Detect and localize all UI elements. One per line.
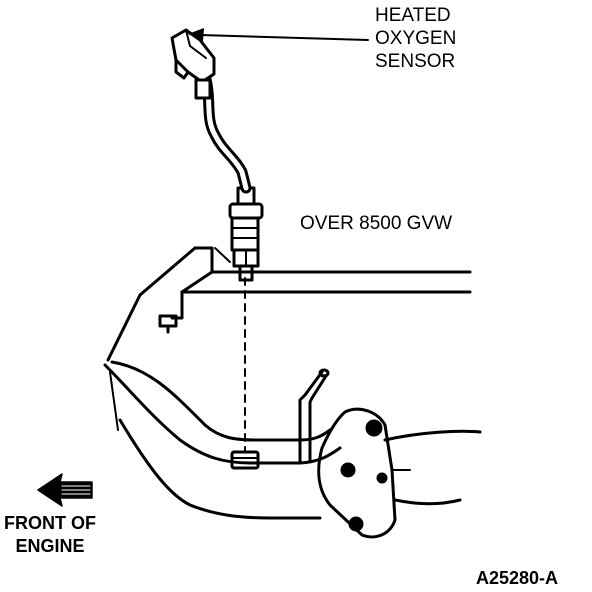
exhaust-flange bbox=[317, 407, 397, 539]
front-label-line-2: ENGINE bbox=[15, 536, 85, 556]
frame-rail bbox=[106, 246, 472, 362]
sensor-leader-line bbox=[188, 28, 369, 41]
heated-oxygen-sensor-label: HEATED OXYGEN SENSOR bbox=[375, 4, 456, 73]
front-label-line-1: FRONT OF bbox=[4, 513, 96, 533]
exhaust-pipe bbox=[103, 360, 342, 520]
sensor-connector bbox=[170, 28, 216, 100]
front-of-engine-label: FRONT OF ENGINE bbox=[4, 512, 96, 558]
sensor-boss bbox=[230, 450, 260, 470]
gvw-rating-label: OVER 8500 GVW bbox=[300, 213, 453, 234]
bracket-rod bbox=[298, 368, 330, 464]
arrow-left-icon bbox=[37, 473, 93, 507]
sensor-label-line-2: OXYGEN bbox=[375, 28, 457, 49]
frame-bolt bbox=[158, 314, 178, 334]
figure-id-label: A25280-A bbox=[476, 568, 559, 588]
sensor-label-line-3: SENSOR bbox=[375, 51, 456, 72]
oxygen-sensor-body bbox=[228, 186, 264, 282]
sensor-label-line-1: HEATED bbox=[375, 5, 451, 26]
pipe-rear bbox=[383, 429, 482, 506]
